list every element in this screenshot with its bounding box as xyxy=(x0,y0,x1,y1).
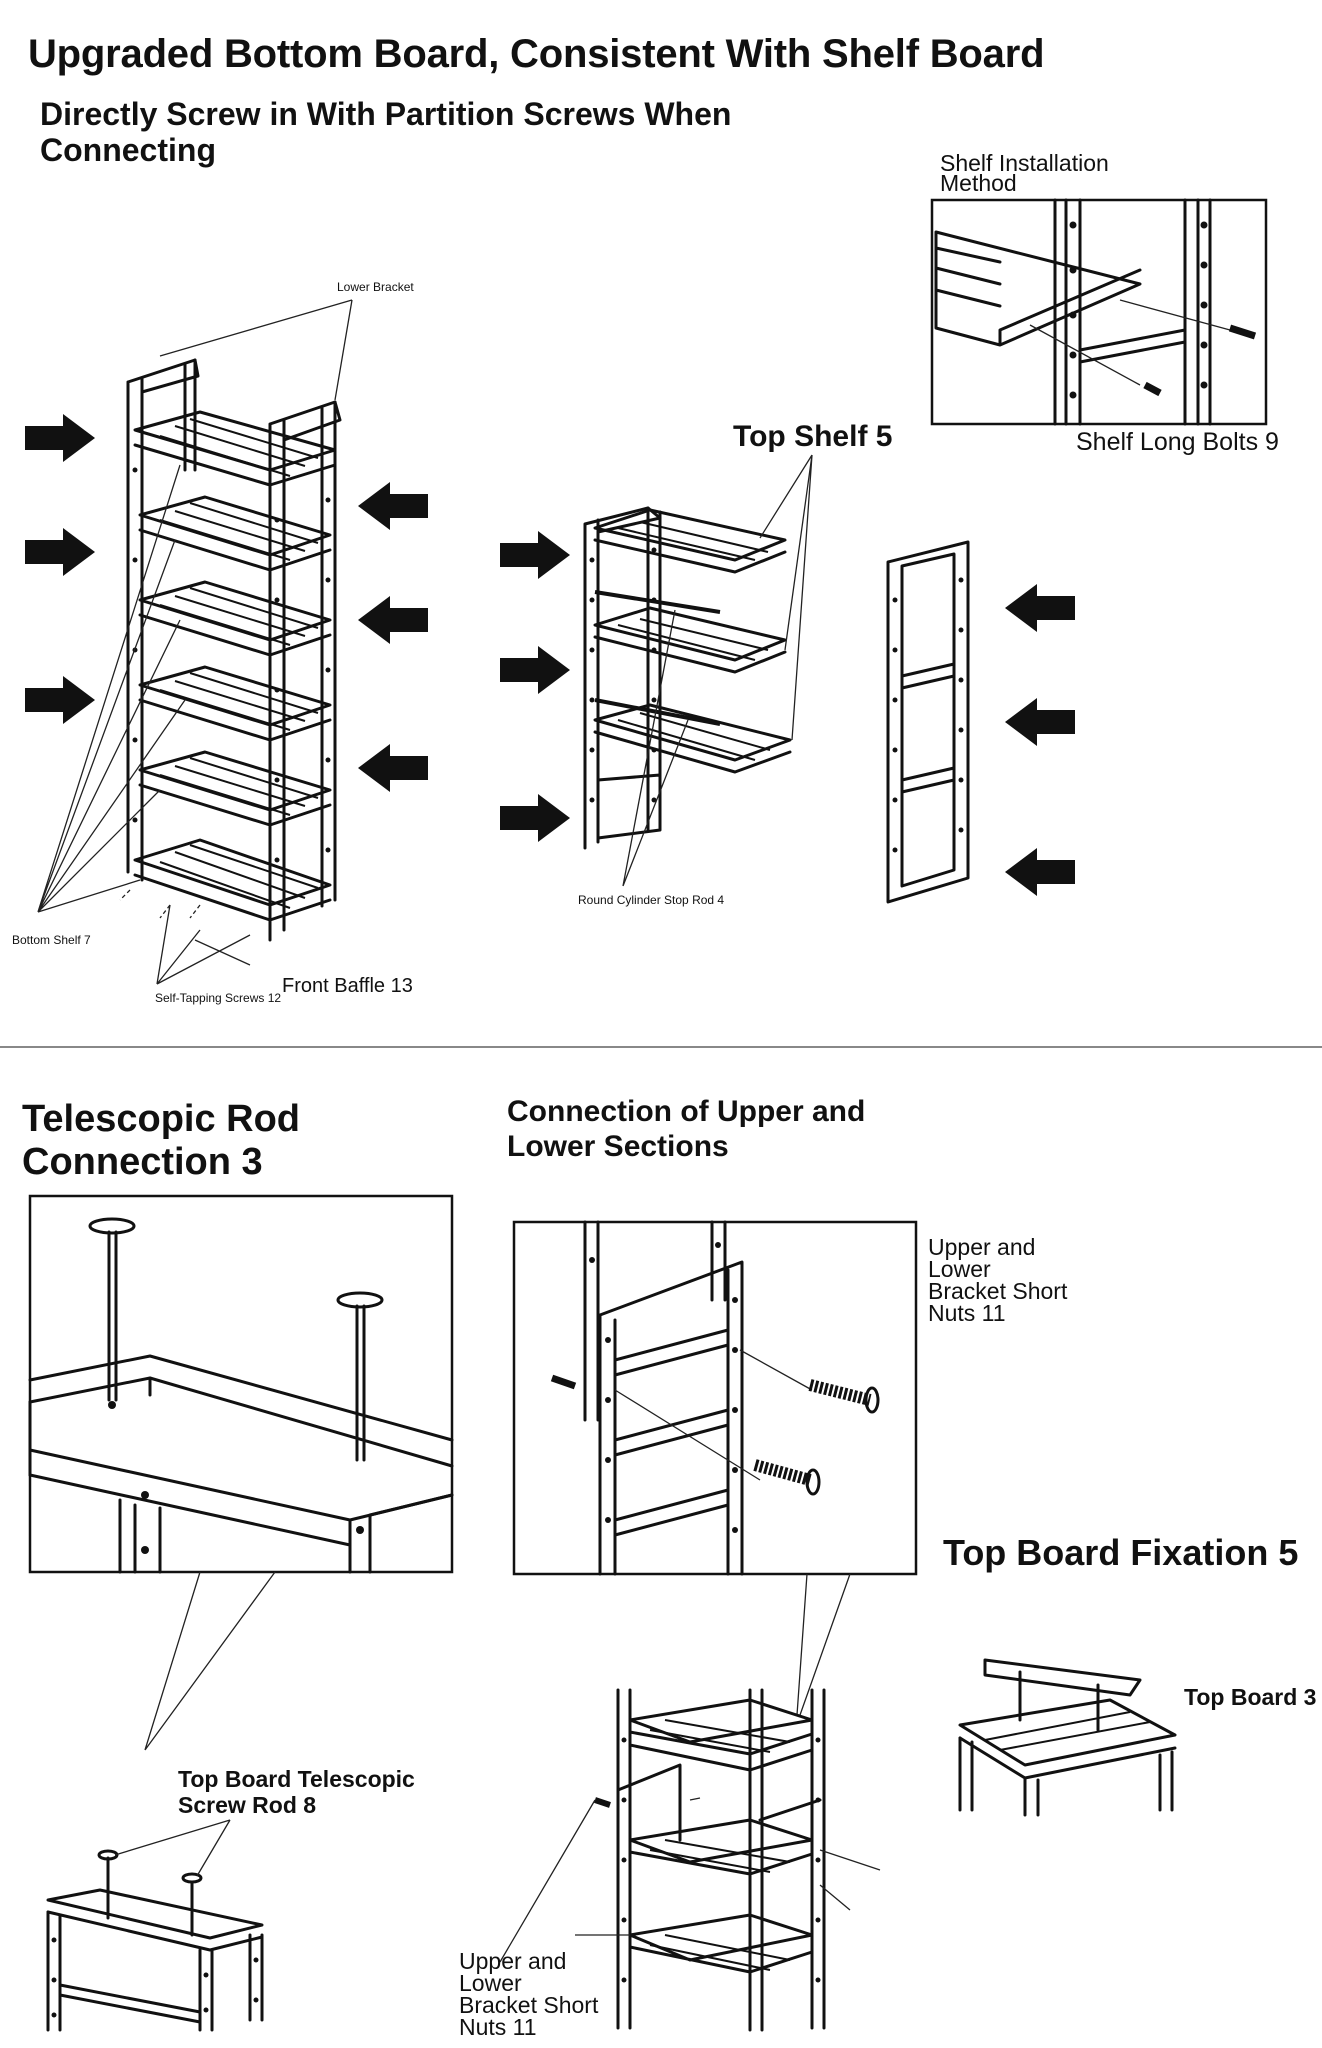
side-frame xyxy=(886,540,970,904)
subtitle-line-1: Directly Screw in With Partition Screws … xyxy=(40,96,732,132)
top-board-fixation-unit xyxy=(958,1658,1177,1817)
short-nuts-b-label-1: Upper and xyxy=(459,1948,567,1974)
main-title: Upgraded Bottom Board, Consistent With S… xyxy=(28,32,1045,76)
arrow-left-icon xyxy=(358,482,428,792)
arrow-left-icon xyxy=(1005,584,1075,896)
round-cylinder-stop-rod-label: Round Cylinder Stop Rod 4 xyxy=(578,893,725,907)
short-nuts-label-1: Upper and xyxy=(928,1234,1036,1260)
short-nuts-b-label-4: Nuts 11 xyxy=(459,2014,537,2040)
short-nuts-label-4: Nuts 11 xyxy=(928,1300,1006,1326)
arrow-right-icon xyxy=(500,531,570,842)
telescopic-title-1: Telescopic Rod xyxy=(22,1098,301,1140)
lower-bracket-label: Lower Bracket xyxy=(337,280,414,294)
arrow-right-icon xyxy=(25,414,95,724)
install-method-label-2: Method xyxy=(940,170,1017,196)
top-board-3-label: Top Board 3 xyxy=(1184,1684,1317,1710)
self-tapping-screws-label: Self-Tapping Screws 12 xyxy=(155,991,282,1005)
short-nuts-b-label-2: Lower xyxy=(459,1970,522,1996)
two-tier-unit xyxy=(499,1688,881,2032)
telescopic-title-2: Connection 3 xyxy=(22,1141,263,1183)
top-board-fixation-title: Top Board Fixation 5 xyxy=(943,1532,1299,1573)
short-nuts-label-3: Bracket Short xyxy=(928,1278,1068,1304)
section-divider xyxy=(0,1046,1322,1048)
shelf-installation-inset xyxy=(930,198,1268,426)
telescopic-screw-label-1: Top Board Telescopic xyxy=(178,1766,415,1792)
shelf-long-bolts-label: Shelf Long Bolts 9 xyxy=(1076,428,1279,456)
front-baffle-label: Front Baffle 13 xyxy=(282,975,413,997)
connection-inset xyxy=(512,1220,918,1576)
top-shelf-label: Top Shelf 5 xyxy=(733,420,893,453)
telescopic-screw-unit xyxy=(46,1819,264,2032)
telescopic-screw-label-2: Screw Rod 8 xyxy=(178,1792,317,1818)
short-nuts-label-2: Lower xyxy=(928,1256,991,1282)
bottom-shelf-label: Bottom Shelf 7 xyxy=(12,933,91,947)
main-shelf-unit xyxy=(37,299,353,985)
short-nuts-b-label-3: Bracket Short xyxy=(459,1992,599,2018)
connection-title-2: Lower Sections xyxy=(507,1130,729,1163)
connection-title-1: Connection of Upper and xyxy=(507,1095,866,1128)
telescopic-rod-inset xyxy=(28,1194,454,1751)
install-method-label-1: Shelf Installation xyxy=(940,150,1109,176)
middle-shelf-unit xyxy=(583,454,813,887)
subtitle-line-2: Connecting xyxy=(40,132,216,168)
